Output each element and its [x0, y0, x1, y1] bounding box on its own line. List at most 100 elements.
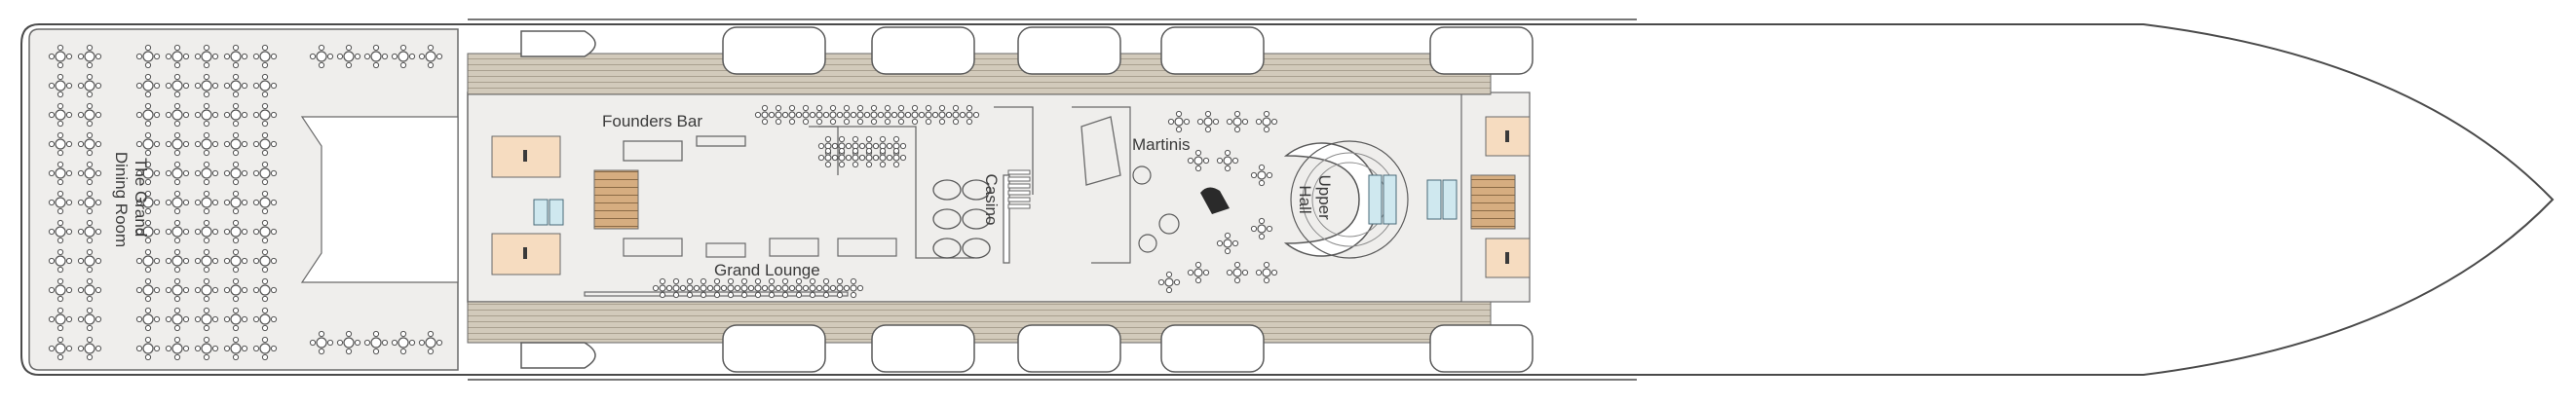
chair-icon: [952, 104, 960, 112]
chair-icon: [86, 237, 94, 244]
table-icon: [135, 248, 161, 274]
chair-icon: [232, 324, 240, 332]
chair-icon: [856, 118, 864, 126]
chair-icon: [754, 111, 762, 119]
chair-icon: [203, 266, 210, 274]
chair-icon: [165, 53, 172, 60]
chair-icon: [211, 111, 219, 119]
chair-icon: [270, 169, 278, 177]
chair-icon: [65, 315, 73, 323]
lifeboat-icon: [1429, 26, 1534, 75]
chair-icon: [252, 286, 260, 294]
chair-icon: [86, 44, 94, 52]
chair-icon: [57, 44, 64, 52]
chair-icon: [270, 82, 278, 90]
chair-icon: [270, 286, 278, 294]
chair-icon: [1183, 118, 1191, 126]
table-icon: [77, 219, 102, 244]
chair-icon: [182, 169, 190, 177]
chair-icon: [173, 131, 181, 139]
table-icon: [135, 161, 161, 186]
chair-icon: [270, 140, 278, 148]
chair-icon: [232, 353, 240, 361]
chair-icon: [727, 291, 735, 299]
chair-icon: [203, 178, 210, 186]
chair-icon: [153, 111, 161, 119]
chair-icon: [872, 154, 880, 162]
table-icon: [77, 277, 102, 303]
chair-icon: [57, 295, 64, 303]
chair-icon: [252, 111, 260, 119]
chair-icon: [843, 104, 851, 112]
chair-icon: [1270, 269, 1278, 276]
chair-icon: [57, 248, 64, 256]
table-icon: [962, 208, 991, 230]
chair-icon: [252, 169, 260, 177]
chair-icon: [686, 291, 694, 299]
chair-icon: [144, 102, 152, 110]
chair-icon: [173, 336, 181, 344]
chair-icon: [173, 190, 181, 198]
chair-icon: [232, 73, 240, 81]
chair-icon: [135, 257, 143, 265]
chair-icon: [57, 190, 64, 198]
chair-icon: [182, 286, 190, 294]
chair-icon: [363, 339, 371, 347]
table-icon: [194, 190, 219, 215]
chair-icon: [77, 228, 85, 236]
chair-icon: [966, 104, 973, 112]
chair-icon: [1202, 269, 1210, 276]
chair-icon: [372, 330, 380, 338]
chair-icon: [173, 102, 181, 110]
chair-icon: [261, 219, 269, 227]
chair-icon: [761, 284, 769, 292]
chair-icon: [775, 284, 782, 292]
chair-icon: [822, 291, 830, 299]
chair-icon: [165, 111, 172, 119]
chair-icon: [144, 61, 152, 69]
chair-icon: [232, 207, 240, 215]
elevator-icon: [1426, 179, 1442, 220]
chair-icon: [261, 237, 269, 244]
chair-icon: [843, 284, 851, 292]
table-icon: [845, 147, 866, 168]
chair-icon: [223, 53, 231, 60]
table-icon: [932, 179, 962, 201]
chair-icon: [203, 120, 210, 128]
chair-icon: [194, 228, 202, 236]
chair-icon: [852, 161, 859, 168]
table-icon: [194, 44, 219, 69]
chair-icon: [886, 142, 893, 150]
chair-icon: [1216, 239, 1224, 247]
chair-icon: [824, 147, 832, 155]
chair-icon: [48, 111, 56, 119]
lifeboat-icon: [520, 342, 596, 369]
chair-icon: [1258, 233, 1266, 240]
chair-icon: [194, 257, 202, 265]
chair-icon: [57, 307, 64, 314]
chair-icon: [877, 111, 885, 119]
chair-icon: [879, 147, 887, 155]
chair-icon: [144, 73, 152, 81]
upper-hall-atrium: [1283, 140, 1409, 259]
chair-icon: [318, 330, 325, 338]
chair-icon: [1196, 118, 1204, 126]
chair-icon: [48, 286, 56, 294]
chair-icon: [223, 111, 231, 119]
table-icon: [165, 190, 190, 215]
chair-icon: [795, 291, 803, 299]
chair-icon: [57, 73, 64, 81]
lifeboat-icon: [1017, 324, 1121, 373]
chair-icon: [931, 111, 939, 119]
chair-icon: [1270, 118, 1278, 126]
chair-icon: [899, 154, 907, 162]
chair-icon: [863, 111, 871, 119]
table-icon: [223, 131, 248, 157]
chair-icon: [232, 190, 240, 198]
chair-icon: [182, 315, 190, 323]
chair-icon: [153, 228, 161, 236]
table-icon: [252, 277, 278, 303]
table-icon: [194, 248, 219, 274]
chair-icon: [345, 348, 353, 355]
